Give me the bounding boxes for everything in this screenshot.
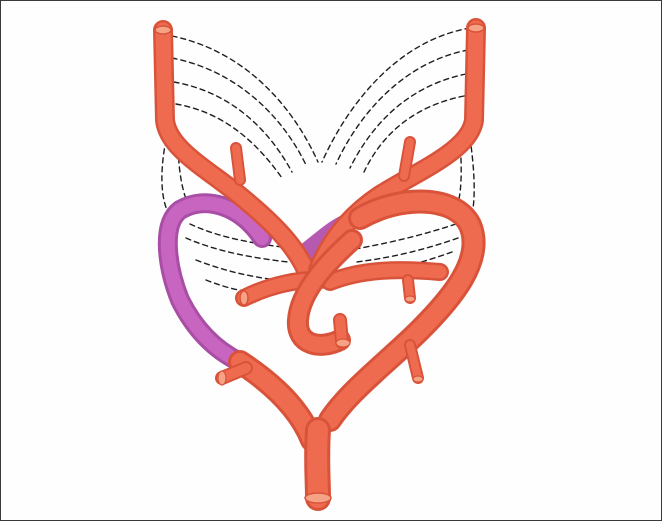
purple-vessel-left-arch	[168, 203, 262, 362]
arterial-tree	[163, 28, 476, 498]
